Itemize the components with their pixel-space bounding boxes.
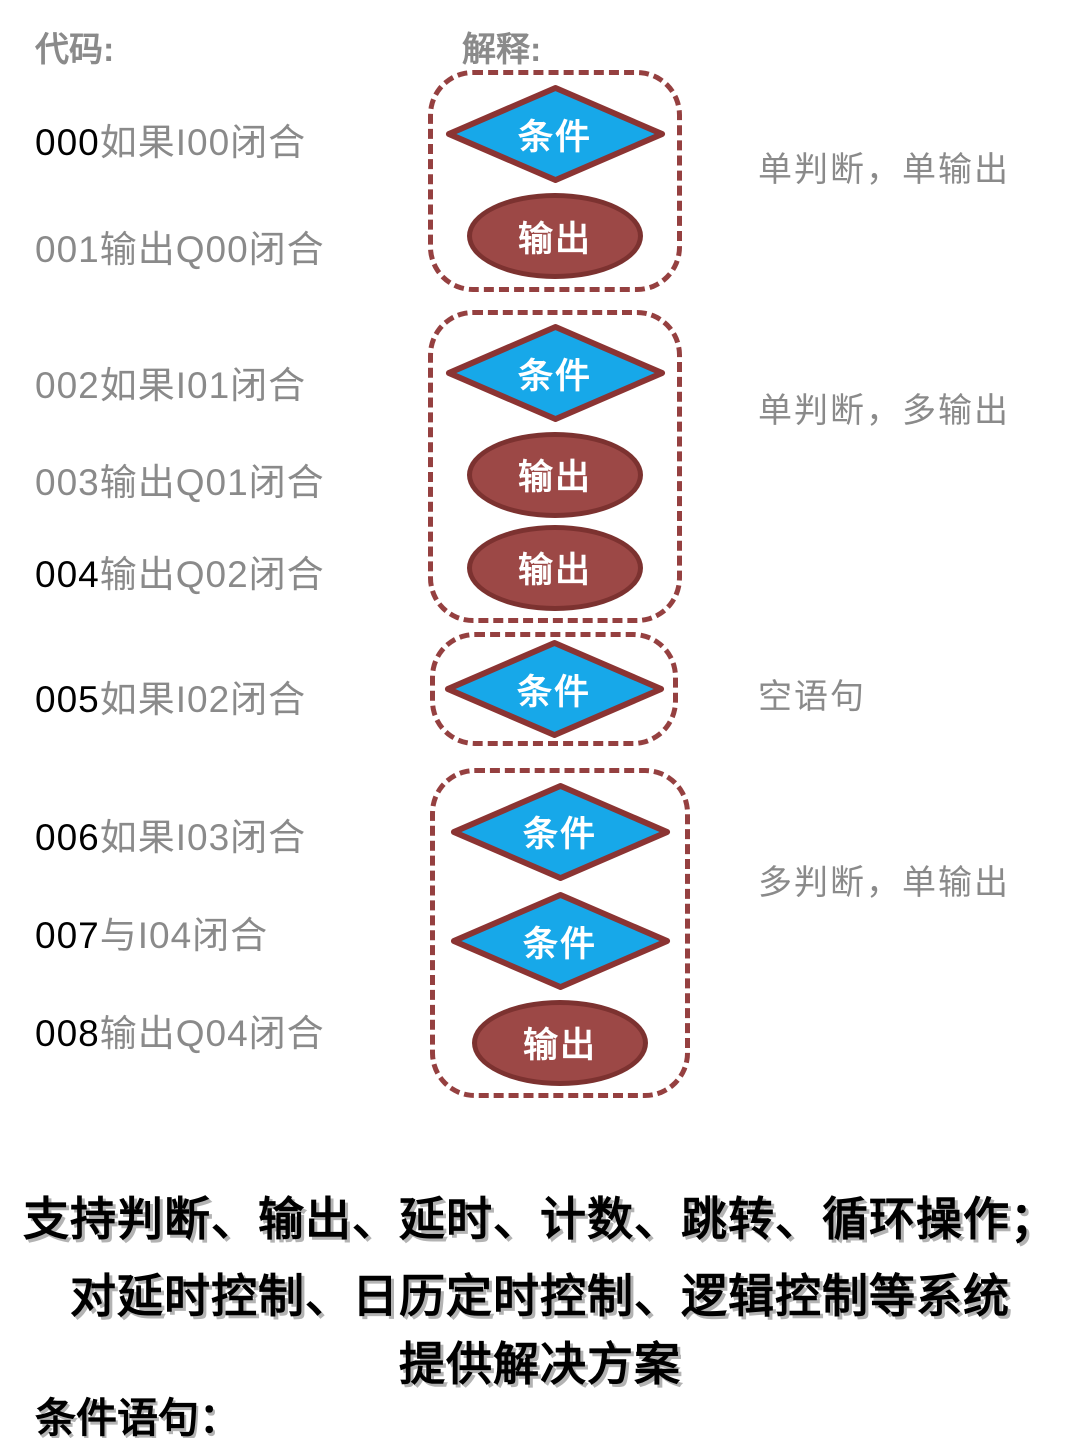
code-line-001: 001输出Q00闭合 bbox=[35, 219, 325, 273]
code-line-text: 如果I01闭合 bbox=[99, 365, 307, 406]
code-line-text: 输出Q00闭合 bbox=[99, 229, 325, 270]
code-line-text: 输出Q01闭合 bbox=[99, 462, 325, 503]
condition-label: 条件 bbox=[517, 117, 592, 157]
condition-diamond: 条件 bbox=[448, 781, 673, 883]
annotation-multi-judge-single-output: 多判断，单输出 bbox=[758, 864, 1010, 902]
code-line-003: 003输出Q01闭合 bbox=[35, 452, 325, 506]
condition-label: 条件 bbox=[516, 672, 591, 712]
footer-summary-line-1: 支持判断、输出、延时、计数、跳转、循环操作； bbox=[23, 1193, 1057, 1245]
code-line-005: 005如果I02闭合 bbox=[35, 669, 306, 723]
code-line-number: 003 bbox=[35, 462, 100, 503]
code-line-006: 006如果I03闭合 bbox=[35, 807, 306, 861]
annotation-empty-statement: 空语句 bbox=[758, 678, 866, 716]
output-label: 输出 bbox=[517, 458, 592, 497]
diamond-shape-icon bbox=[445, 324, 665, 423]
output-label: 输出 bbox=[517, 551, 592, 591]
footer-summary-line-2: 对延时控制、日历定时控制、逻辑控制等系统 bbox=[70, 1270, 1010, 1322]
flow-group-single-judge-single-output: 条件 输出 bbox=[428, 70, 682, 292]
output-ellipse: 输出 bbox=[467, 193, 643, 279]
code-line-number: 001 bbox=[35, 229, 100, 270]
diamond-shape-icon bbox=[450, 782, 670, 881]
code-line-text: 如果I00闭合 bbox=[99, 122, 307, 163]
diamond-shape-icon bbox=[445, 84, 665, 184]
condition-diamond: 条件 bbox=[443, 83, 668, 185]
code-line-004: 004输出Q02闭合 bbox=[35, 544, 325, 598]
code-line-008: 008输出Q04闭合 bbox=[35, 1003, 325, 1057]
code-line-007: 007与I04闭合 bbox=[35, 905, 268, 959]
output-label: 输出 bbox=[522, 1026, 597, 1065]
condition-label: 条件 bbox=[522, 815, 597, 854]
code-line-number: 002 bbox=[35, 365, 100, 406]
code-line-text: 如果I02闭合 bbox=[99, 679, 307, 720]
condition-label: 条件 bbox=[522, 924, 597, 964]
flow-group-multi-judge-single-output: 条件 条件 输出 bbox=[430, 768, 690, 1098]
code-line-text: 输出Q02闭合 bbox=[99, 554, 325, 595]
output-label: 输出 bbox=[517, 219, 592, 259]
code-line-002: 002如果I01闭合 bbox=[35, 355, 306, 409]
code-line-number: 008 bbox=[35, 1013, 100, 1054]
condition-statement-heading: 条件语句： bbox=[35, 1395, 240, 1438]
condition-diamond: 条件 bbox=[448, 890, 673, 992]
explain-column-header: 解释: bbox=[462, 31, 542, 69]
output-ellipse: 输出 bbox=[472, 999, 648, 1086]
code-line-number: 006 bbox=[35, 817, 100, 858]
code-line-number: 000 bbox=[35, 122, 100, 163]
code-line-text: 与I04闭合 bbox=[99, 915, 269, 956]
code-line-000: 000如果I00闭合 bbox=[35, 112, 306, 166]
footer-summary-line-3: 提供解决方案 bbox=[399, 1338, 681, 1390]
code-column-header: 代码: bbox=[35, 31, 115, 69]
diamond-shape-icon bbox=[450, 891, 670, 991]
condition-diamond: 条件 bbox=[442, 638, 667, 740]
annotation-single-judge-single-output: 单判断，单输出 bbox=[758, 151, 1010, 189]
code-line-text: 输出Q04闭合 bbox=[99, 1013, 325, 1054]
condition-diamond: 条件 bbox=[443, 322, 668, 424]
code-line-number: 005 bbox=[35, 679, 100, 720]
code-line-number: 004 bbox=[35, 554, 100, 595]
diamond-shape-icon bbox=[444, 639, 664, 739]
output-ellipse: 输出 bbox=[467, 431, 643, 518]
flow-group-empty-statement: 条件 bbox=[430, 632, 678, 746]
condition-label: 条件 bbox=[517, 356, 592, 396]
code-line-number: 007 bbox=[35, 915, 100, 956]
flow-group-single-judge-multi-output: 条件 输出 输出 bbox=[428, 310, 682, 623]
code-line-text: 如果I03闭合 bbox=[99, 817, 307, 858]
annotation-single-judge-multi-output: 单判断，多输出 bbox=[758, 392, 1010, 430]
output-ellipse: 输出 bbox=[467, 524, 643, 611]
